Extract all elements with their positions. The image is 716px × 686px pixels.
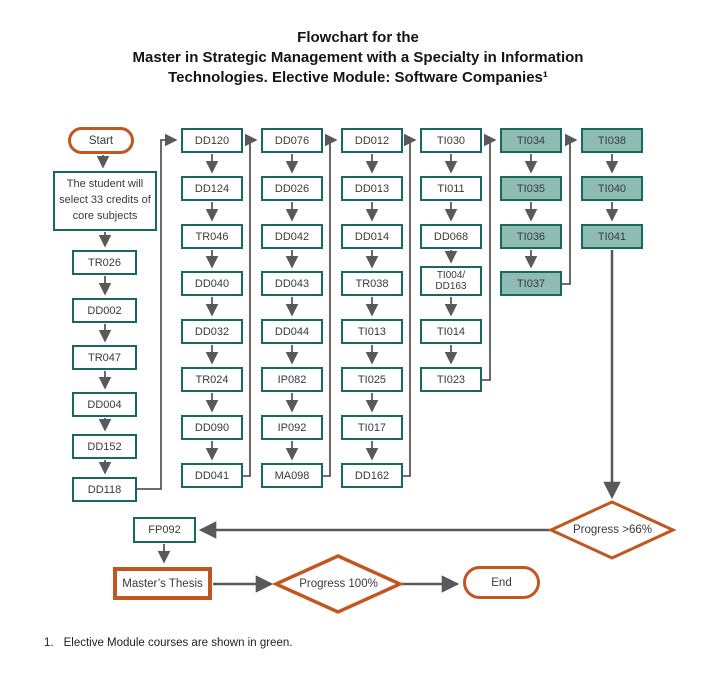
- node-ti036: TI036: [500, 224, 562, 249]
- node-ti017: TI017: [341, 415, 403, 440]
- decision-progress66-label: Progress >66%: [573, 524, 652, 536]
- node-ti038: TI038: [581, 128, 643, 153]
- node-dd040: DD040: [181, 271, 243, 296]
- node-dd041: DD041: [181, 463, 243, 488]
- title-line-2: Master in Strategic Management with a Sp…: [132, 49, 584, 66]
- decision-progress66-shape: [547, 500, 677, 560]
- node-ti025: TI025: [341, 367, 403, 392]
- node-tr047: TR047: [72, 345, 137, 370]
- node-dd013: DD013: [341, 176, 403, 201]
- node-ti023: TI023: [420, 367, 482, 392]
- node-dd042: DD042: [261, 224, 323, 249]
- node-dd118: DD118: [72, 477, 137, 502]
- title-line-3: Technologies. Elective Module: Software …: [168, 69, 548, 86]
- node-dd124: DD124: [181, 176, 243, 201]
- node-ti014: TI014: [420, 319, 482, 344]
- node-tr026: TR026: [72, 250, 137, 275]
- intro-box: The student will select 33 credits of co…: [53, 171, 157, 231]
- node-dd002: DD002: [72, 298, 137, 323]
- node-dd120: DD120: [181, 128, 243, 153]
- title-line-1: Flowchart for the: [297, 29, 419, 46]
- end-terminator: End: [463, 566, 540, 599]
- node-ti011: TI011: [420, 176, 482, 201]
- node-dd012: DD012: [341, 128, 403, 153]
- node-dd044: DD044: [261, 319, 323, 344]
- node-ti041: TI041: [581, 224, 643, 249]
- node-ti040: TI040: [581, 176, 643, 201]
- node-dd152: DD152: [72, 434, 137, 459]
- decision-progress100-shape: [271, 554, 405, 614]
- decision-progress100-label: Progress 100%: [299, 578, 378, 590]
- node-dd032: DD032: [181, 319, 243, 344]
- node-ti034: TI034: [500, 128, 562, 153]
- footnote: 1. Elective Module courses are shown in …: [44, 637, 292, 649]
- node-dd090: DD090: [181, 415, 243, 440]
- node-tr046: TR046: [181, 224, 243, 249]
- page-title: Flowchart for the Master in Strategic Ma…: [0, 28, 716, 88]
- node-dd004: DD004: [72, 392, 137, 417]
- node-ip092: IP092: [261, 415, 323, 440]
- node-dd068: DD068: [420, 224, 482, 249]
- node-dd026: DD026: [261, 176, 323, 201]
- node-tr038: TR038: [341, 271, 403, 296]
- node-ti013: TI013: [341, 319, 403, 344]
- node-ti004-dd163: TI004/ DD163: [420, 266, 482, 296]
- node-dd043: DD043: [261, 271, 323, 296]
- start-terminator: Start: [68, 127, 134, 154]
- node-ti037: TI037: [500, 271, 562, 296]
- node-dd014: DD014: [341, 224, 403, 249]
- footnote-text: Elective Module courses are shown in gre…: [63, 637, 293, 649]
- node-ti030: TI030: [420, 128, 482, 153]
- node-dd162: DD162: [341, 463, 403, 488]
- node-ip082: IP082: [261, 367, 323, 392]
- node-tr024: TR024: [181, 367, 243, 392]
- node-dd076: DD076: [261, 128, 323, 153]
- node-ma098: MA098: [261, 463, 323, 488]
- node-ti035: TI035: [500, 176, 562, 201]
- masters-thesis-box: Master’s Thesis: [113, 567, 212, 600]
- footnote-number: 1.: [44, 637, 54, 649]
- node-fp092: FP092: [133, 517, 196, 543]
